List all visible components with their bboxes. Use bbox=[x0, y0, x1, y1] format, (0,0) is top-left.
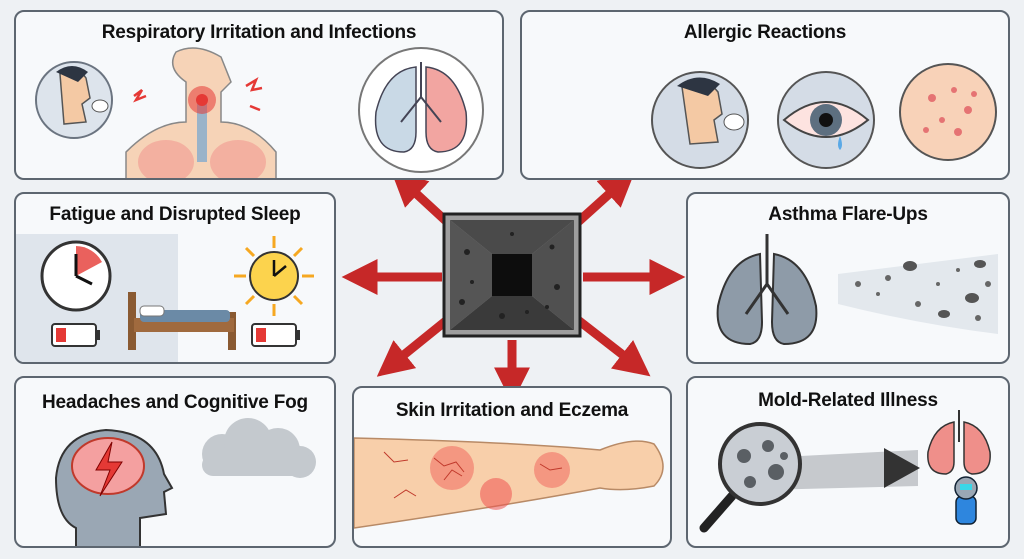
center-duct bbox=[442, 212, 582, 338]
coughing-person-icon bbox=[35, 61, 113, 139]
skin-rash-icon bbox=[899, 63, 997, 161]
dust-mites-icon bbox=[838, 254, 998, 334]
arrow-to-allergic bbox=[574, 170, 636, 226]
brain-lightning-icon bbox=[54, 428, 174, 546]
arrow-to-mold bbox=[575, 316, 651, 377]
panel-fatigue: Fatigue and Disrupted Sleep bbox=[14, 192, 336, 364]
panel-allergic: Allergic Reactions bbox=[520, 10, 1010, 180]
lungs-icon bbox=[716, 234, 818, 346]
panel-respiratory: Respiratory Irritation and Infections bbox=[14, 10, 504, 180]
panel-asthma: Asthma Flare-Ups bbox=[686, 192, 1010, 364]
panel-mold: Mold-Related Illness bbox=[686, 376, 1010, 548]
fog-cloud-icon bbox=[202, 418, 316, 478]
red-eye-icon bbox=[777, 71, 875, 169]
low-battery-icon bbox=[51, 323, 300, 347]
panel-title: Respiratory Irritation and Infections bbox=[101, 22, 417, 43]
healthy-vs-infected-lungs-icon bbox=[358, 47, 484, 173]
panel-title: Fatigue and Disrupted Sleep bbox=[49, 204, 301, 225]
panel-headaches: Headaches and Cognitive Fog bbox=[14, 376, 336, 548]
panel-title: Asthma Flare-Ups bbox=[768, 204, 928, 225]
panel-skin: Skin Irritation and Eczema bbox=[352, 386, 672, 548]
panel-title: Headaches and Cognitive Fog bbox=[42, 392, 308, 413]
lungs-icon bbox=[927, 410, 991, 475]
dark-duct-icon bbox=[442, 212, 582, 338]
mascot-icon bbox=[954, 476, 978, 525]
magnifier-mold-icon bbox=[699, 422, 920, 533]
irritated-throat-icon bbox=[125, 47, 277, 178]
arrow-to-headaches bbox=[376, 316, 450, 377]
panel-title: Allergic Reactions bbox=[683, 22, 847, 43]
sneezing-person-icon bbox=[651, 71, 749, 169]
arrow-to-respiratory bbox=[390, 170, 451, 226]
sun-clock-icon bbox=[234, 236, 314, 316]
bed-icon bbox=[128, 292, 236, 350]
irritated-arm-icon bbox=[354, 437, 664, 529]
panel-title: Skin Irritation and Eczema bbox=[395, 400, 629, 421]
panel-title: Mold-Related Illness bbox=[758, 390, 938, 411]
